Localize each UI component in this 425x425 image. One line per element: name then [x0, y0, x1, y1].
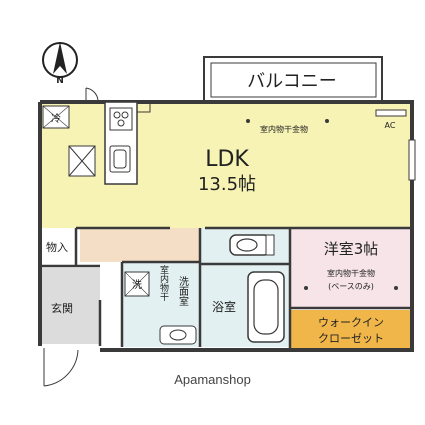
drying-hook-icon — [246, 119, 250, 123]
balcony: バルコニー — [203, 56, 383, 103]
ldk-name: LDK — [205, 147, 249, 172]
north-compass-icon: N — [42, 42, 78, 86]
bath-label: 浴室 — [212, 299, 236, 314]
walk-in-closet-area — [290, 310, 410, 350]
ldk-area — [40, 102, 412, 228]
wash-basin-icon — [159, 325, 197, 345]
compass-letter: N — [56, 76, 64, 86]
closet-label-2: クローゼット — [318, 332, 384, 345]
kitchen-counter — [104, 101, 151, 185]
storage-label: 物入 — [46, 240, 68, 254]
entrance-label: 玄関 — [51, 301, 73, 315]
western-room-area — [290, 228, 412, 308]
western-room-name: 洋室3帖 — [324, 240, 379, 258]
balcony-label: バルコニー — [247, 71, 337, 92]
door-swing-icon — [85, 87, 99, 102]
entrance-door-icon — [43, 348, 79, 387]
toilet-icon — [229, 234, 275, 256]
apamanshop-watermark: Apamanshop — [174, 372, 251, 387]
fridge-label: 冷 — [51, 112, 61, 125]
drying-hook-icon — [304, 286, 308, 290]
storage-area — [40, 230, 76, 264]
ldk-drying-hardware-label: 室内物干金物 — [260, 124, 308, 134]
entrance-area — [40, 268, 100, 344]
washroom-drying-label: 室内物干 — [158, 264, 169, 302]
washer-label: 洗 — [132, 279, 142, 291]
kitchen-cabinet — [68, 145, 96, 177]
washing-machine-space: 洗 — [124, 271, 150, 297]
outer-walls — [38, 100, 414, 352]
western-drying-label-2: (ベースのみ) — [328, 282, 374, 291]
closet-label-1: ウォークイン — [318, 316, 384, 329]
corridor-area — [80, 228, 200, 262]
ac-label: AC — [385, 121, 396, 130]
western-drying-label-1: 室内物干金物 — [327, 268, 375, 278]
ldk-window — [408, 139, 416, 181]
drying-hook-icon — [325, 119, 329, 123]
fridge-space: 冷 — [42, 105, 70, 129]
interior-walls — [40, 226, 412, 350]
bathtub-icon — [247, 271, 285, 343]
ldk-size: 13.5帖 — [198, 174, 256, 195]
washroom-label: 洗面室 — [177, 276, 189, 306]
air-conditioner-icon — [375, 109, 407, 117]
drying-hook-icon — [394, 286, 398, 290]
